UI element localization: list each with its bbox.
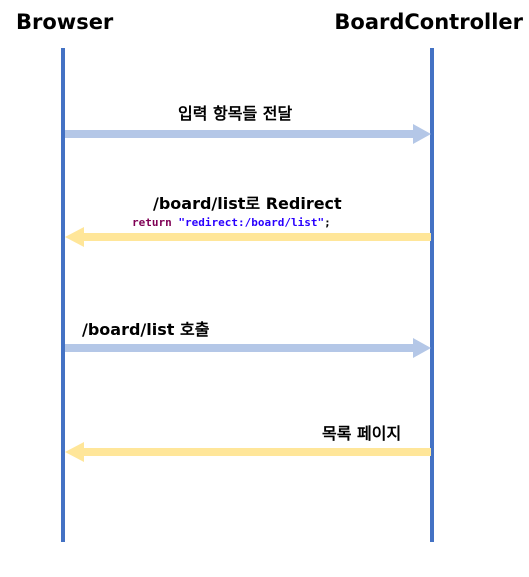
message-label-submit-inputs: 입력 항목들 전달 — [178, 104, 293, 123]
message-label-list-page: 목록 페이지 — [322, 424, 402, 443]
message-arrow-list-page — [65, 442, 431, 462]
message-arrow-submit-inputs — [65, 124, 431, 144]
message-arrow-redirect — [65, 227, 431, 247]
lifeline-browser — [61, 48, 65, 542]
actor-board-controller: BoardController — [334, 10, 523, 34]
message-arrow-list-call — [65, 338, 431, 358]
code-terminator: ; — [324, 216, 331, 229]
lifeline-board-controller — [430, 48, 434, 542]
message-label-redirect: /board/list로 Redirect — [153, 194, 342, 213]
redirect-code-snippet: return "redirect:/board/list"; — [132, 216, 331, 229]
actor-browser: Browser — [16, 10, 114, 34]
message-label-list-call: /board/list 호출 — [82, 320, 210, 339]
code-string: "redirect:/board/list" — [178, 216, 325, 229]
code-keyword: return — [132, 216, 172, 229]
